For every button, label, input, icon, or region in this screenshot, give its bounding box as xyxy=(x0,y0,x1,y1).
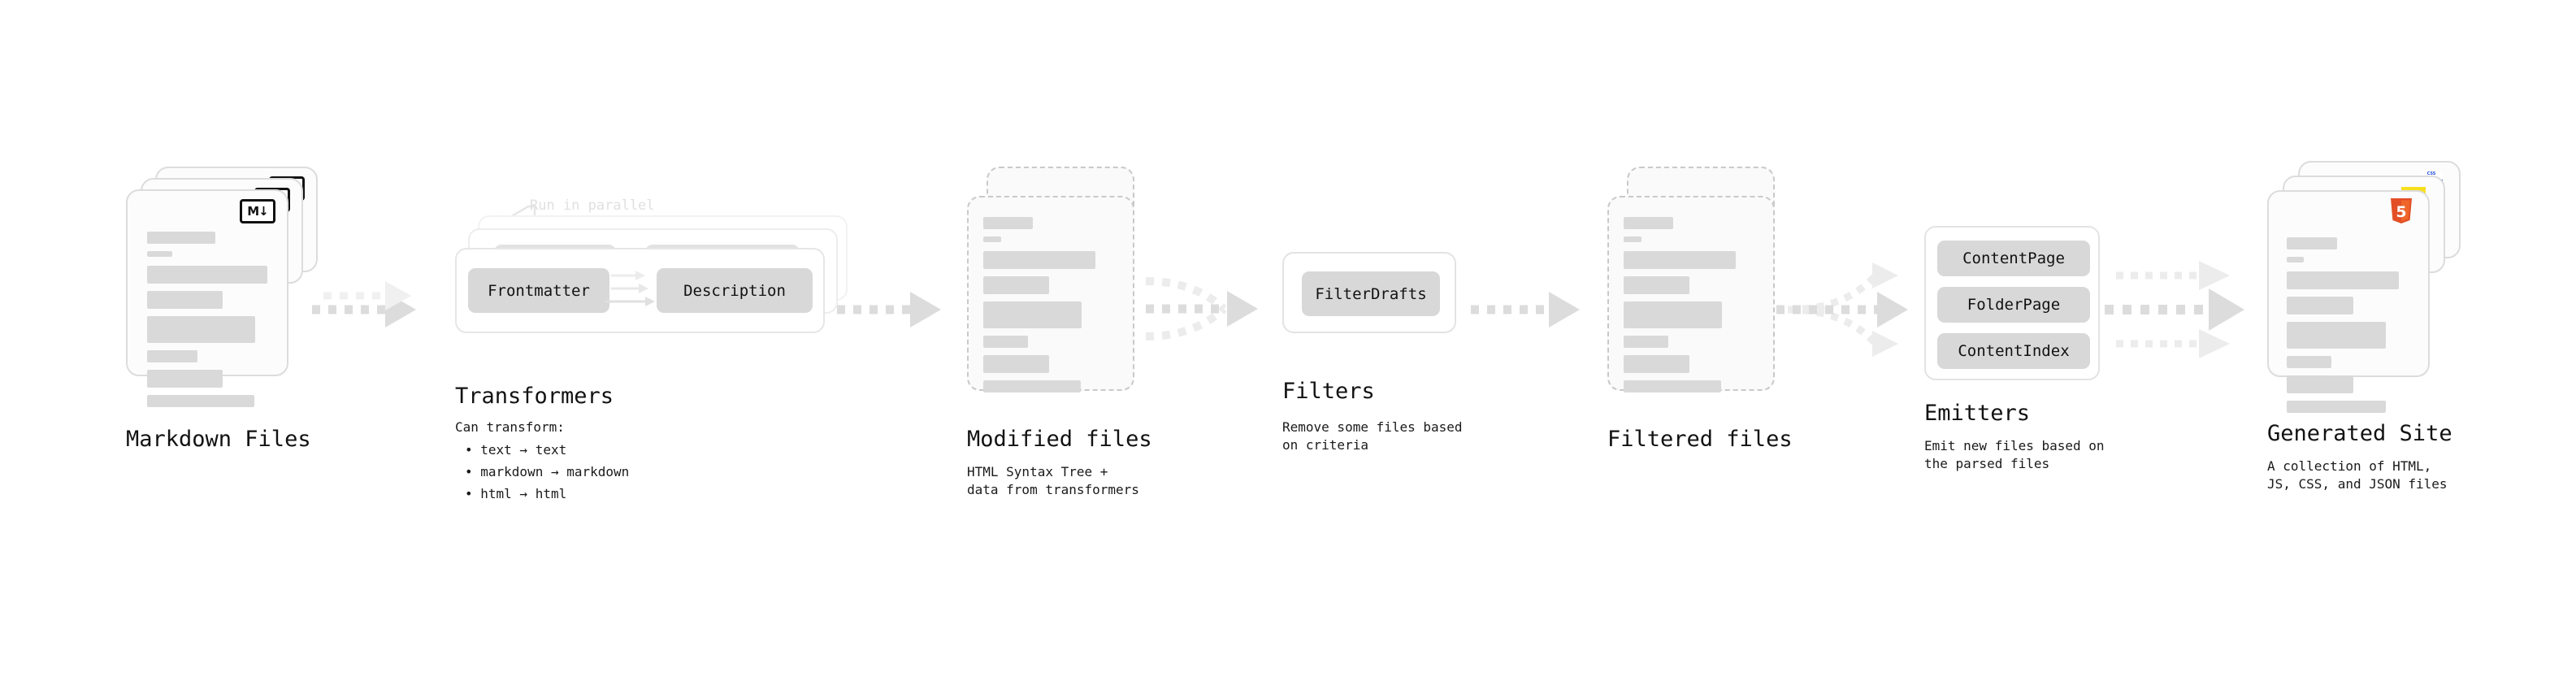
placeholder-bar xyxy=(1624,355,1690,373)
placeholder-bar xyxy=(147,266,267,284)
placeholder-bar xyxy=(1624,336,1668,348)
html5-digit: 5 xyxy=(2396,203,2406,221)
emitters-panel: ContentPage FolderPage ContentIndex xyxy=(1924,226,2100,380)
placeholder-bar xyxy=(1624,217,1674,229)
placeholder-bar xyxy=(983,336,1028,348)
run-in-parallel-note: Run in parallel xyxy=(530,197,655,214)
placeholder-bar xyxy=(2287,297,2354,314)
emitters-heading: Emitters xyxy=(1924,401,2031,426)
transformer-chip-frontmatter[interactable]: Frontmatter xyxy=(468,268,609,313)
transformers-heading: Transformers xyxy=(455,384,614,409)
transformer-chip-description[interactable]: Description xyxy=(657,268,813,313)
placeholder-bar xyxy=(983,276,1050,294)
css-icon-label: CSS xyxy=(2426,171,2436,176)
transformers-description: Can transform: xyxy=(455,419,565,435)
transformer-internal-arrows xyxy=(605,271,655,306)
transformers-bullet-2: • html → html xyxy=(465,486,567,501)
placeholder-bar xyxy=(147,232,216,244)
filtered-files-heading: Filtered files xyxy=(1607,427,1793,452)
placeholder-bar xyxy=(2287,375,2354,393)
arrow-modified-to-filters xyxy=(1145,277,1258,340)
filters-description: Remove some files based on criteria xyxy=(1282,419,1463,453)
html5-icon: HTML 5 xyxy=(2389,198,2413,229)
placeholder-bar xyxy=(2287,257,2305,262)
emitter-chip-contentindex[interactable]: ContentIndex xyxy=(1937,333,2090,369)
placeholder-bar xyxy=(2287,237,2338,249)
arrow-filters-to-filtered xyxy=(1471,292,1580,327)
placeholder-bar xyxy=(147,370,223,388)
placeholder-bar xyxy=(2287,322,2386,349)
arrow-filtered-to-emitters xyxy=(1776,262,1908,357)
generated-site-description: A collection of HTML, JS, CSS, and JSON … xyxy=(2267,458,2448,492)
arrow-markdown-to-transformers xyxy=(312,281,416,327)
placeholder-bar xyxy=(147,251,173,257)
placeholder-bar xyxy=(983,301,1082,328)
transformer-panel-front: Frontmatter Description xyxy=(455,248,825,333)
site-card-placeholder-body xyxy=(2287,237,2410,420)
filtered-card-front xyxy=(1607,196,1775,393)
modified-card-front xyxy=(967,196,1134,393)
placeholder-bar xyxy=(983,355,1050,373)
markdown-card-placeholder-body xyxy=(147,232,267,414)
placeholder-bar xyxy=(1624,236,1641,242)
filters-panel: FilterDrafts xyxy=(1282,252,1456,333)
placeholder-bar xyxy=(147,395,254,407)
transformers-bullet-1: • markdown → markdown xyxy=(465,464,630,479)
transformers-bullet-0: • text → text xyxy=(465,442,567,458)
markdown-files-heading: Markdown Files xyxy=(126,427,311,452)
emitters-description: Emit new files based on the parsed files xyxy=(1924,438,2105,471)
modified-card-placeholder-body xyxy=(983,217,1118,400)
filters-heading: Filters xyxy=(1282,379,1375,404)
generated-site-heading: Generated Site xyxy=(2267,421,2452,446)
markdown-icon: M↓ xyxy=(240,199,275,223)
placeholder-bar xyxy=(1624,301,1723,328)
placeholder-bar xyxy=(147,291,223,309)
emitter-chip-folderpage[interactable]: FolderPage xyxy=(1937,287,2090,323)
placeholder-bar xyxy=(983,251,1095,269)
site-card-front-html: HTML 5 xyxy=(2267,190,2430,413)
placeholder-bar xyxy=(2287,356,2331,368)
modified-files-heading: Modified files xyxy=(967,427,1152,452)
placeholder-bar xyxy=(2287,271,2400,289)
placeholder-bar xyxy=(983,217,1034,229)
placeholder-bar xyxy=(983,236,1001,242)
placeholder-bar xyxy=(1624,380,1721,393)
arrow-transformers-to-modified xyxy=(837,292,941,327)
modified-files-description: HTML Syntax Tree + data from transformer… xyxy=(967,464,1139,497)
filter-chip-filterdrafts[interactable]: FilterDrafts xyxy=(1302,271,1440,316)
placeholder-bar xyxy=(983,380,1081,393)
placeholder-bar xyxy=(1624,251,1736,269)
emitter-chip-contentpage[interactable]: ContentPage xyxy=(1937,241,2090,276)
html5-shield-shape: 5 xyxy=(2391,198,2412,223)
placeholder-bar xyxy=(2287,401,2386,413)
placeholder-bar xyxy=(1624,276,1690,294)
arrow-emitters-to-site xyxy=(2105,261,2244,358)
filtered-card-placeholder-body xyxy=(1624,217,1759,400)
placeholder-bar xyxy=(147,316,256,343)
placeholder-bar xyxy=(147,350,198,362)
markdown-card-front: M↓ xyxy=(126,189,288,407)
